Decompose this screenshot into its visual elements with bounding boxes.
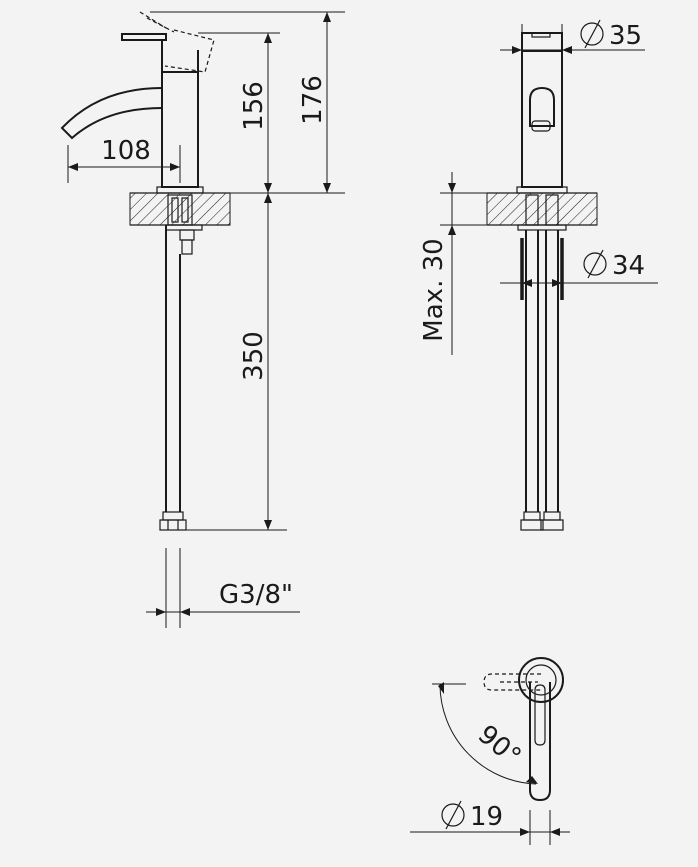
countertop-right xyxy=(486,192,598,226)
top-view-outer-ring xyxy=(518,657,564,703)
dia-34-label: 34 xyxy=(612,251,645,281)
dim-156-label: 156 xyxy=(239,81,269,131)
handle xyxy=(121,33,167,41)
spout xyxy=(60,87,163,140)
max-30-label: Max. 30 xyxy=(419,238,449,341)
thread-label: G3/8" xyxy=(219,580,293,610)
dia-19-label: 19 xyxy=(470,802,503,832)
diameter-35-symbol xyxy=(580,19,604,49)
dim-108-label: 108 xyxy=(101,136,151,166)
dim-176-label: 176 xyxy=(298,75,328,125)
top-view: 90° 19 xyxy=(410,657,570,845)
diameter-19-symbol xyxy=(441,800,465,830)
dim-350-label: 350 xyxy=(239,331,269,381)
top-view-lever xyxy=(529,682,551,802)
diameter-34-symbol xyxy=(583,249,607,279)
countertop-left xyxy=(129,192,231,226)
front-body xyxy=(521,50,563,188)
front-view: 34 35 Max. 30 xyxy=(419,19,658,531)
side-view: 156 176 108 350 G3/8" xyxy=(60,11,345,628)
dia-35-label: 35 xyxy=(609,21,642,51)
hose-fitting xyxy=(162,511,184,521)
